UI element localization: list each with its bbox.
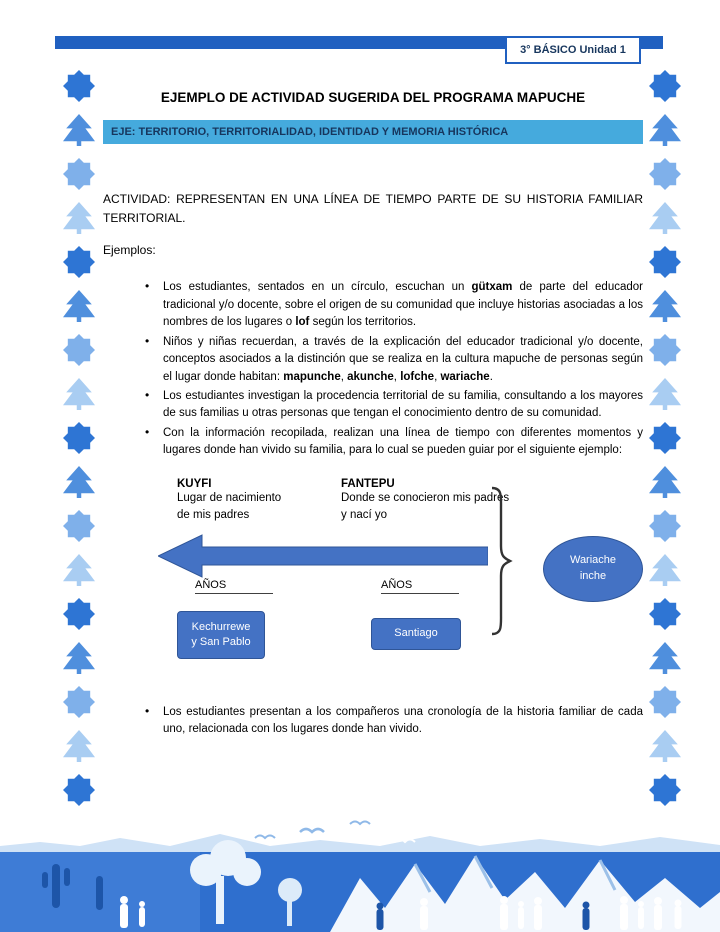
axis-label-right: AÑOS bbox=[381, 579, 459, 594]
place-box-label: Santiago bbox=[394, 627, 438, 640]
stepped-diamond-motif bbox=[649, 422, 681, 454]
pine-tree-motif bbox=[63, 466, 95, 498]
bullet-item: Los estudiantes presentan a los compañer… bbox=[143, 704, 643, 739]
stepped-diamond-motif bbox=[63, 774, 95, 806]
activity-statement: ACTIVIDAD: REPRESENTAN EN UNA LÍNEA DE T… bbox=[103, 192, 643, 225]
stepped-diamond-motif bbox=[63, 158, 95, 190]
kuyfi-description-line1: Lugar de nacimiento bbox=[177, 491, 282, 504]
bullet-marker bbox=[145, 388, 149, 402]
stepped-diamond-motif bbox=[649, 510, 681, 542]
stepped-diamond-motif bbox=[63, 246, 95, 278]
curly-brace bbox=[491, 486, 513, 636]
eje-header-bar: EJE: TERRITORIO, TERRITORIALIDAD, IDENTI… bbox=[103, 120, 643, 144]
bird-silhouettes bbox=[254, 820, 416, 844]
tree-silhouette bbox=[190, 840, 261, 924]
place-box-line1: Kechurrewe bbox=[191, 621, 251, 634]
bullet-item: Niños y niñas recuerdan, a través de la … bbox=[143, 334, 643, 386]
bullet-text: Los estudiantes investigan la procedenci… bbox=[163, 390, 643, 420]
pine-tree-motif bbox=[649, 290, 681, 322]
bullet-marker bbox=[145, 704, 149, 718]
pine-tree-motif bbox=[63, 730, 95, 762]
examples-bullet-list: Los estudiantes, sentados en un círculo,… bbox=[103, 279, 643, 460]
pine-tree-motif bbox=[649, 554, 681, 586]
stepped-diamond-motif bbox=[63, 422, 95, 454]
pine-tree-motif bbox=[63, 202, 95, 234]
bullet-text: Niños y niñas recuerdan, a través de la … bbox=[163, 335, 643, 383]
stepped-diamond-motif bbox=[63, 510, 95, 542]
pine-tree-motif bbox=[649, 466, 681, 498]
pine-tree-motif bbox=[63, 378, 95, 410]
fantepu-description-line1: Donde se conocieron mis padres bbox=[341, 491, 510, 504]
people-silhouettes bbox=[120, 896, 682, 930]
pine-tree-motif bbox=[63, 114, 95, 146]
bullet-marker bbox=[145, 425, 149, 439]
stepped-diamond-motif bbox=[649, 334, 681, 366]
unit-badge-label: 3° BÁSICO Unidad 1 bbox=[520, 44, 626, 56]
place-box-line2: y San Pablo bbox=[191, 635, 251, 648]
kuyfi-label: KUYFI bbox=[177, 477, 212, 490]
eje-header-label: EJE: TERRITORIO, TERRITORIALIDAD, IDENTI… bbox=[111, 126, 509, 138]
bullet-item: Los estudiantes, sentados en un círculo,… bbox=[143, 279, 643, 331]
stepped-diamond-motif bbox=[63, 598, 95, 630]
timeline-diagram: KUYFI Lugar de nacimiento de mis padres … bbox=[103, 478, 643, 670]
stepped-diamond-motif bbox=[649, 774, 681, 806]
pine-tree-motif bbox=[63, 554, 95, 586]
kuyfi-block: KUYFI Lugar de nacimiento de mis padres bbox=[177, 478, 281, 523]
place-box-santiago: Santiago bbox=[371, 617, 461, 650]
examples-label: Ejemplos: bbox=[103, 243, 156, 258]
unit-badge: 3° BÁSICO Unidad 1 bbox=[505, 36, 641, 64]
page-title: EJEMPLO DE ACTIVIDAD SUGERIDA DEL PROGRA… bbox=[160, 90, 586, 105]
fantepu-label: FANTEPU bbox=[341, 477, 395, 490]
stepped-diamond-motif bbox=[649, 686, 681, 718]
stepped-diamond-motif bbox=[63, 686, 95, 718]
fantepu-description-line2: y nací yo bbox=[341, 508, 388, 521]
axis-label-left: AÑOS bbox=[195, 579, 273, 594]
stepped-diamond-motif bbox=[649, 246, 681, 278]
bullet-text: Los estudiantes, sentados en un círculo,… bbox=[163, 281, 643, 329]
place-box-kechurrewe: Kechurrewe y San Pablo bbox=[177, 610, 265, 659]
closing-bullet-list: Los estudiantes presentan a los compañer… bbox=[103, 704, 643, 739]
stepped-diamond-motif bbox=[63, 70, 95, 102]
wariache-line2: inche bbox=[579, 569, 607, 582]
timeline-arrow bbox=[158, 534, 488, 578]
pine-tree-motif bbox=[63, 642, 95, 674]
bullet-text: Los estudiantes presentan a los compañer… bbox=[163, 705, 643, 736]
bullet-marker bbox=[145, 279, 149, 293]
footer-landscape-illustration bbox=[0, 820, 720, 932]
pine-tree-motif bbox=[649, 114, 681, 146]
bullet-item: Los estudiantes investigan la procedenci… bbox=[143, 388, 643, 423]
cactus-silhouettes bbox=[42, 864, 103, 910]
stepped-diamond-motif bbox=[649, 70, 681, 102]
pine-tree-motif bbox=[649, 642, 681, 674]
kuyfi-description-line2: de mis padres bbox=[177, 508, 250, 521]
people-dark-silhouettes bbox=[376, 901, 590, 930]
pine-tree-motif bbox=[649, 730, 681, 762]
pine-tree-motif bbox=[649, 202, 681, 234]
bullet-marker bbox=[145, 334, 149, 348]
bullet-item: Con la información recopilada, realizan … bbox=[143, 425, 643, 460]
right-ornament-border bbox=[643, 64, 687, 810]
stepped-diamond-motif bbox=[63, 334, 95, 366]
left-ornament-border bbox=[57, 64, 101, 810]
stepped-diamond-motif bbox=[649, 158, 681, 190]
stepped-diamond-motif bbox=[649, 598, 681, 630]
wariache-ellipse: Wariache inche bbox=[543, 535, 643, 602]
pine-tree-motif bbox=[63, 290, 95, 322]
bullet-text: Con la información recopilada, realizan … bbox=[163, 426, 643, 457]
pine-tree-motif bbox=[649, 378, 681, 410]
wariache-line1: Wariache bbox=[569, 554, 617, 567]
fantepu-block: FANTEPU Donde se conocieron mis padres y… bbox=[341, 478, 509, 523]
document-body: EJEMPLO DE ACTIVIDAD SUGERIDA DEL PROGRA… bbox=[103, 64, 643, 741]
